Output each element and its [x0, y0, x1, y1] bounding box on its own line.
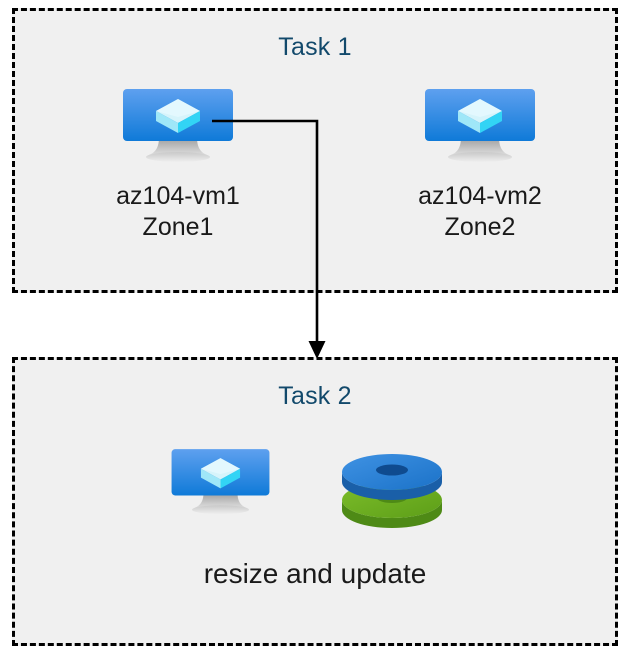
node-az104-vm2: az104-vm2 Zone2: [365, 87, 595, 244]
node-label-line1: az104-vm2: [418, 182, 542, 210]
azure-virtual-machine-icon: [123, 89, 233, 162]
node-label-line2: Zone2: [444, 213, 516, 242]
task2-container: Task 2: [12, 357, 618, 646]
task1-container: Task 1: [12, 8, 618, 293]
node-label-line1: az104-vm1: [116, 182, 240, 210]
task2-icon-row: [155, 442, 485, 542]
task2-caption: resize and update: [203, 558, 427, 589]
node-label-az104-vm1: az104-vm1 Zone1: [63, 181, 293, 244]
node-label-az104-vm2: az104-vm2 Zone2: [365, 181, 595, 244]
task2-title: Task 2: [278, 382, 352, 410]
node-az104-vm1: az104-vm1 Zone1: [63, 87, 293, 244]
node-label-line2: Zone1: [142, 213, 214, 242]
task1-title: Task 1: [278, 33, 352, 61]
azure-managed-disk-icon: [342, 454, 442, 528]
azure-virtual-machine-icon: [171, 449, 270, 515]
azure-virtual-machine-icon: [425, 89, 535, 162]
